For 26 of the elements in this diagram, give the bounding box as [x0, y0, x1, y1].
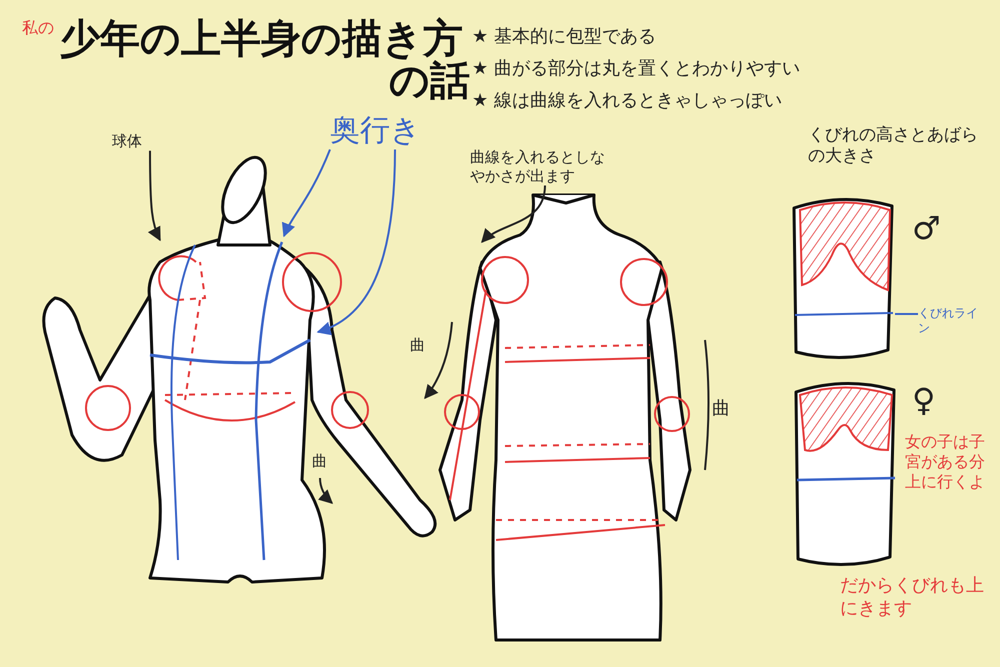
torso-drawing — [794, 382, 896, 566]
callout-text: くびれライン — [918, 306, 978, 336]
callout-text: 球体 — [112, 132, 182, 151]
female-symbol: ♀ — [912, 380, 936, 420]
title: 少年の上半身の描き方の話 — [60, 18, 470, 102]
note-text: ★ 線は曲線を入れるときゃしゃっぽい — [472, 90, 783, 112]
arrow — [316, 149, 396, 334]
note-text: ★ 曲がる部分は丸を置くとわかりやすい — [472, 58, 801, 80]
section-heading: くびれの高さとあばらの大きさ — [808, 125, 979, 168]
note-text: だからくびれも上にきます — [840, 575, 985, 620]
callout-text: 奥行き — [330, 112, 430, 150]
callout-text: 曲線を入れるとしなやかさが出ます — [470, 148, 610, 186]
torso-drawing — [792, 198, 894, 359]
torso-drawing — [438, 194, 692, 642]
arrow — [282, 149, 331, 238]
torso-drawing — [42, 156, 437, 584]
male-symbol: ♂ — [912, 208, 942, 248]
note-text: ★ 基本的に包型である — [472, 26, 657, 48]
note-text: 女の子は子宮がある分上に行くよ — [905, 432, 986, 492]
bend-label: 曲 — [712, 398, 731, 420]
arrow — [148, 150, 161, 242]
bend-label: 曲 — [410, 336, 426, 355]
leader-line — [895, 313, 918, 315]
arrow — [480, 185, 546, 243]
heading-prefix: 私の — [22, 18, 55, 38]
bend-label: 曲 — [312, 452, 328, 471]
